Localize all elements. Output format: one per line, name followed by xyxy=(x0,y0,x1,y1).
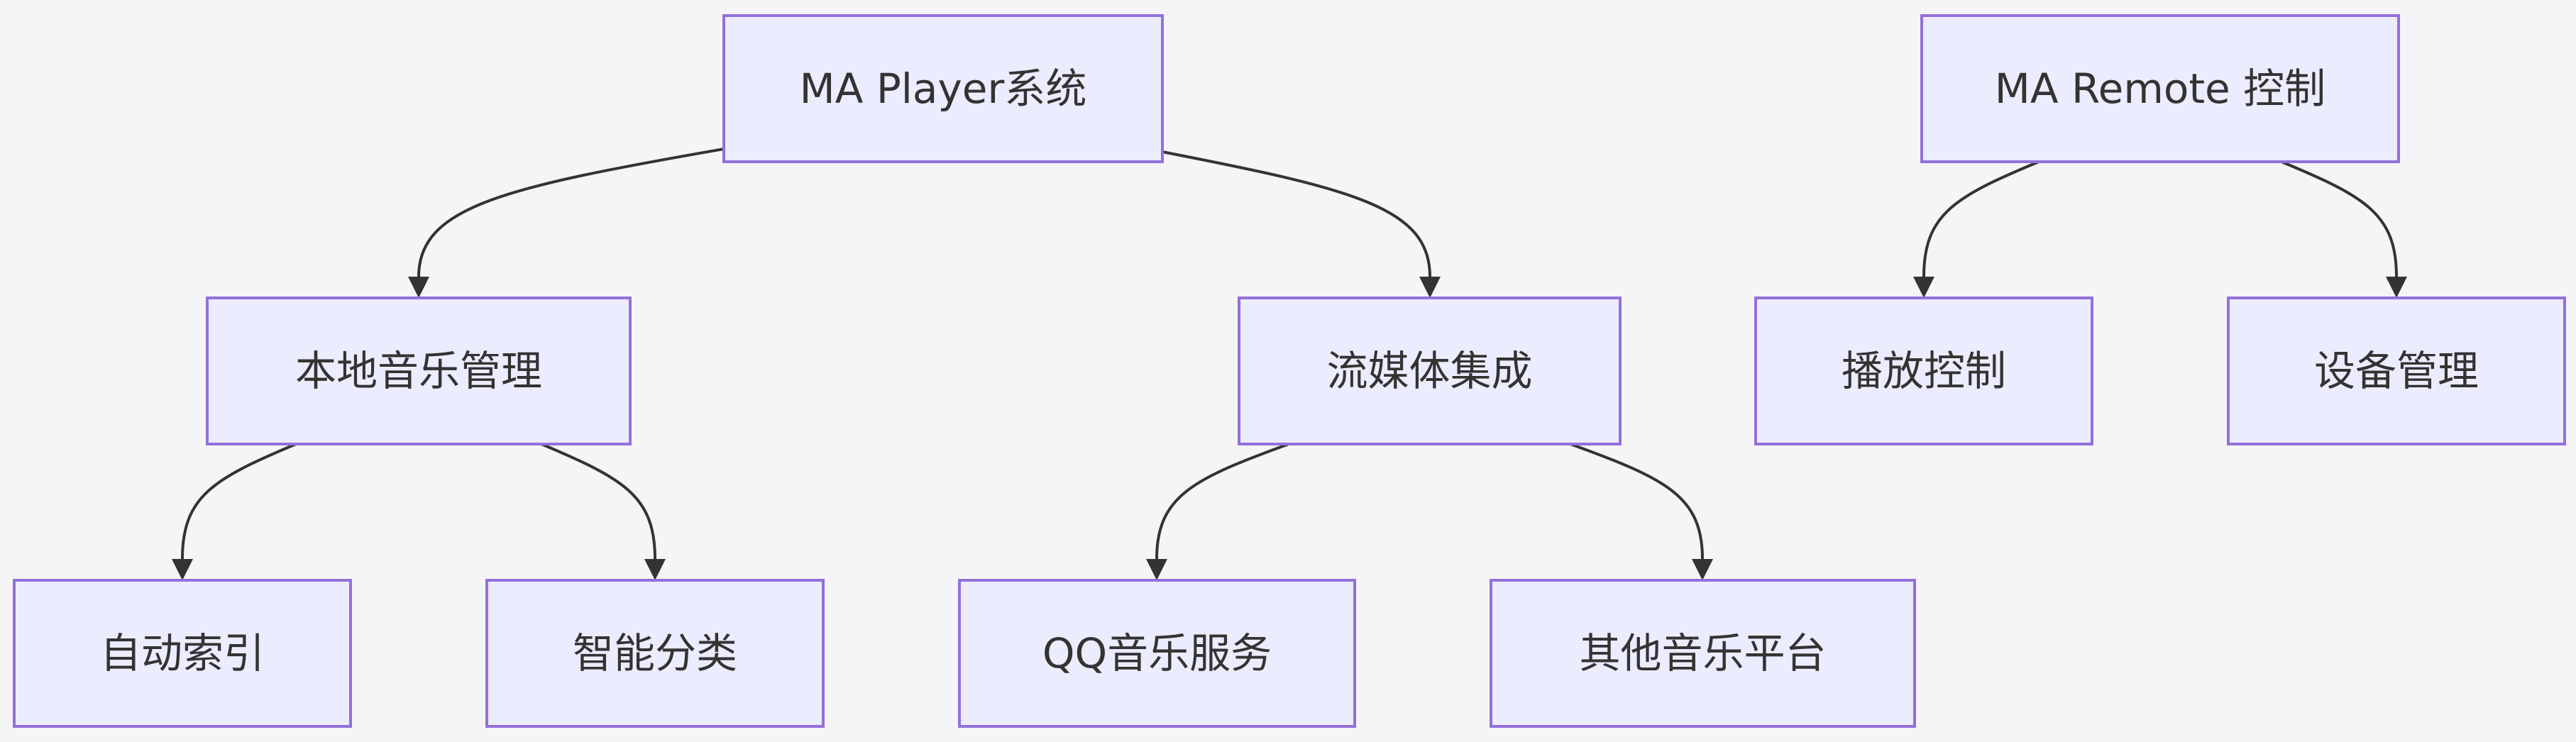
node-box-smart-classification xyxy=(485,579,825,728)
node-box-playback-control xyxy=(1754,297,2093,445)
node-box-auto-index xyxy=(13,579,352,728)
arrowhead-icon xyxy=(1913,277,1934,298)
node-label-qq-music-service: QQ音乐服务 xyxy=(1042,629,1272,677)
node-label-auto-index: 自动索引 xyxy=(100,629,265,677)
node-smart-classification: 智能分类 xyxy=(485,579,825,728)
arrowhead-icon xyxy=(408,277,429,298)
node-label-ma-player-system: MA Player系统 xyxy=(800,65,1087,113)
node-box-ma-remote-control xyxy=(1920,14,2400,163)
edge-line xyxy=(1922,160,2040,277)
edge-line xyxy=(1162,150,1431,277)
node-qq-music-service: QQ音乐服务 xyxy=(958,579,1356,728)
node-auto-index: 自动索引 xyxy=(13,579,352,728)
arrowhead-icon xyxy=(1692,559,1713,580)
edge-line xyxy=(181,443,297,560)
node-local-music-management: 本地音乐管理 xyxy=(206,297,632,445)
arrowhead-icon xyxy=(172,559,193,580)
arrowhead-icon xyxy=(1146,559,1167,580)
node-playback-control: 播放控制 xyxy=(1754,297,2093,445)
node-ma-player-system: MA Player系统 xyxy=(722,14,1164,163)
node-label-playback-control: 播放控制 xyxy=(1842,347,2006,395)
edge-streaming-integration-to-other-music-platforms xyxy=(1570,443,1713,580)
arrowhead-icon xyxy=(1419,277,1441,298)
node-ma-remote-control: MA Remote 控制 xyxy=(1920,14,2400,163)
edge-line xyxy=(417,148,725,277)
node-box-other-music-platforms xyxy=(1490,579,1916,728)
edge-ma-player-system-to-local-music-management xyxy=(408,148,725,298)
node-label-device-management: 设备管理 xyxy=(2314,347,2479,395)
edge-line xyxy=(2281,160,2398,277)
edge-local-music-management-to-auto-index xyxy=(172,443,297,580)
node-label-other-music-platforms: 其他音乐平台 xyxy=(1579,629,1826,677)
edge-line xyxy=(541,443,656,560)
edge-line xyxy=(1570,443,1704,560)
node-box-qq-music-service xyxy=(958,579,1356,728)
node-other-music-platforms: 其他音乐平台 xyxy=(1490,579,1916,728)
arrowhead-icon xyxy=(644,559,666,580)
edge-local-music-management-to-smart-classification xyxy=(541,443,666,580)
node-label-ma-remote-control: MA Remote 控制 xyxy=(1995,65,2325,113)
edge-line xyxy=(1155,443,1289,560)
arrowhead-icon xyxy=(2386,277,2407,298)
edges-layer xyxy=(172,148,2407,580)
node-box-local-music-management xyxy=(206,297,632,445)
node-box-device-management xyxy=(2227,297,2566,445)
node-label-smart-classification: 智能分类 xyxy=(573,629,737,677)
node-device-management: 设备管理 xyxy=(2227,297,2566,445)
node-box-ma-player-system xyxy=(722,14,1164,163)
edge-ma-player-system-to-streaming-integration xyxy=(1162,150,1441,298)
node-box-streaming-integration xyxy=(1238,297,1622,445)
edge-ma-remote-control-to-playback-control xyxy=(1913,160,2040,298)
node-streaming-integration: 流媒体集成 xyxy=(1238,297,1622,445)
edge-ma-remote-control-to-device-management xyxy=(2281,160,2407,298)
node-label-local-music-management: 本地音乐管理 xyxy=(295,347,542,395)
edge-streaming-integration-to-qq-music-service xyxy=(1146,443,1289,580)
node-label-streaming-integration: 流媒体集成 xyxy=(1326,347,1532,395)
